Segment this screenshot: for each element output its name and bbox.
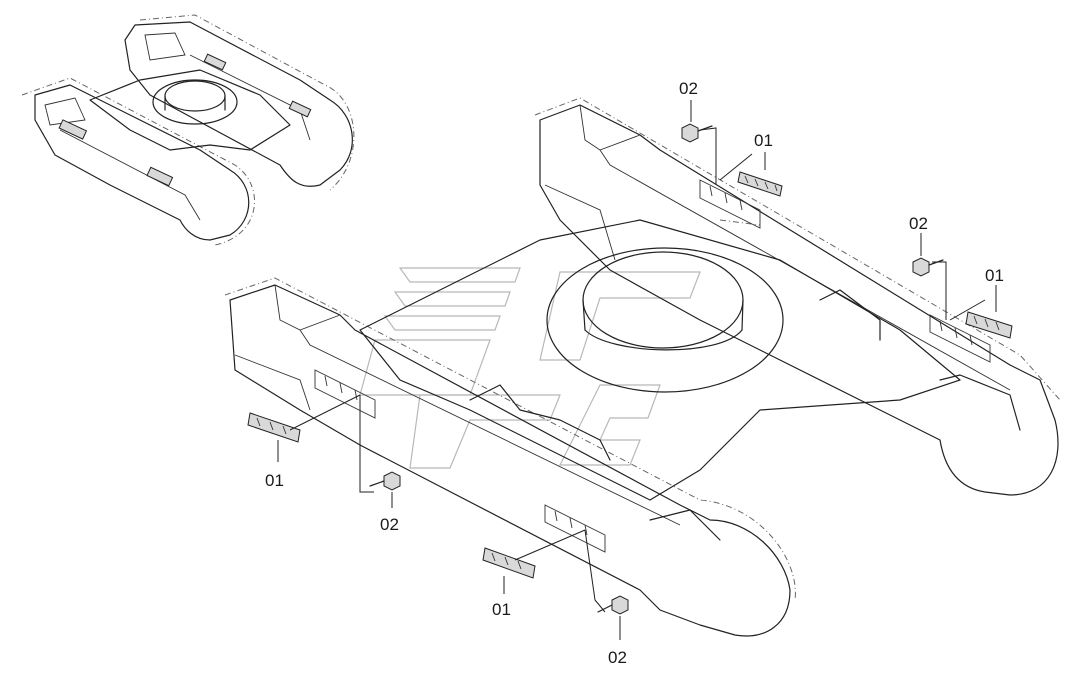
callout-02-left: 02	[380, 515, 399, 534]
callout-01-right: 01	[985, 266, 1004, 285]
part-02-bolt-b	[912, 257, 944, 277]
part-01-cover-b	[965, 311, 1013, 339]
callout-02-bottom: 02	[608, 648, 627, 667]
part-02-bolt-d	[597, 595, 629, 615]
callout-02-right: 02	[909, 214, 928, 233]
thumbnail-track-frame	[21, 14, 355, 246]
callout-01-top: 01	[754, 131, 773, 150]
part-02-bolt-c	[369, 471, 401, 491]
part-01-cover-d	[482, 547, 536, 579]
callout-02-top: 02	[679, 79, 698, 98]
frame-brackets	[314, 179, 991, 553]
part-01-cover-a	[737, 171, 783, 197]
part-02-bolt-a	[681, 123, 713, 143]
main-track-frame	[224, 97, 1061, 637]
part-01-cover-c	[247, 412, 301, 443]
watermark-logo	[359, 267, 701, 469]
callout-labels: 02 01 02 01 01 02 01 02	[265, 79, 1004, 667]
leader-lines	[277, 100, 997, 640]
callout-01-left: 01	[265, 471, 284, 490]
callout-01-bottom: 01	[492, 600, 511, 619]
